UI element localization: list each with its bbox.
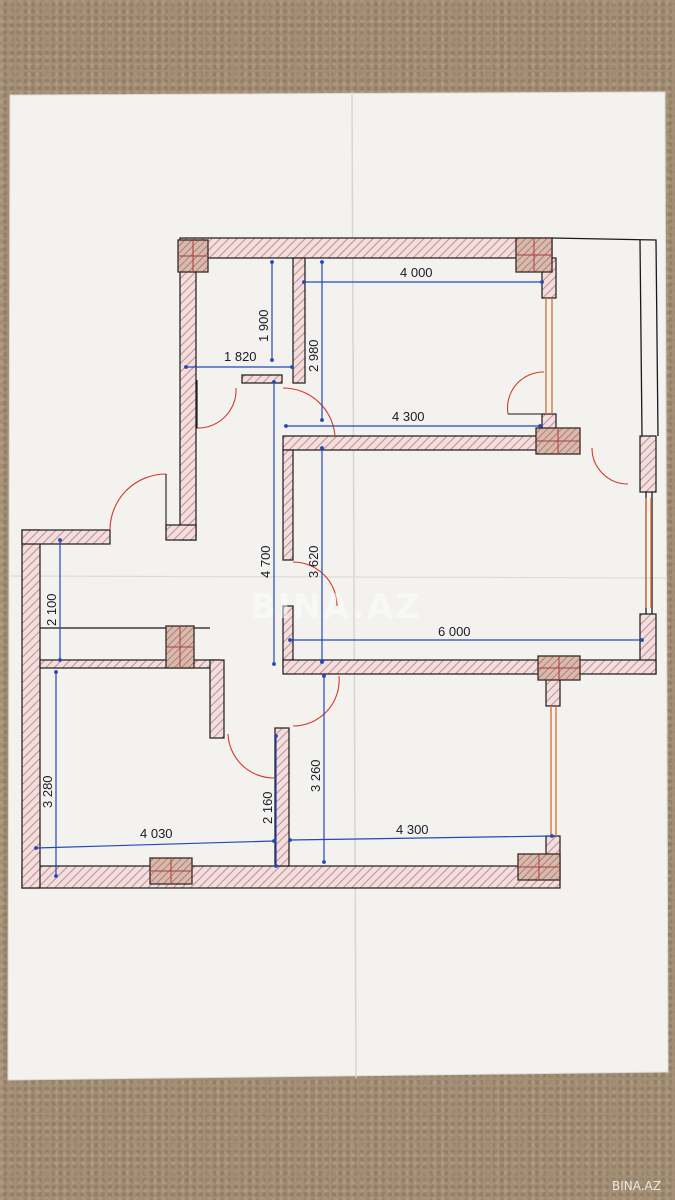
- dim-label-6000: 6 000: [438, 624, 471, 639]
- dim-label-4300-top: 4 300: [392, 409, 425, 424]
- dim-label-3620: 3 620: [306, 545, 321, 578]
- dim-label-2160: 2 160: [260, 791, 275, 824]
- dim-label-1820: 1 820: [224, 349, 257, 364]
- dimension-lines: [34, 260, 644, 878]
- windows: [545, 298, 652, 836]
- doors: [109, 371, 629, 779]
- dim-label-3280: 3 280: [40, 775, 55, 808]
- dim-label-4030: 4 030: [140, 826, 173, 841]
- fold-crease-horizontal: [9, 575, 667, 579]
- watermark-center: BINA.AZ: [250, 587, 422, 627]
- paper-sheet: [7, 91, 669, 1081]
- dim-label-1900: 1 900: [256, 309, 271, 342]
- dimension-labels: 4 000 1 900 2 980 1 820 4 300 4 700 3 62…: [40, 265, 471, 841]
- dim-label-3260: 3 260: [308, 759, 323, 792]
- column-cross-marks: [150, 238, 580, 884]
- dim-label-4000: 4 000: [400, 265, 433, 280]
- dim-label-2980: 2 980: [306, 339, 321, 372]
- watermark-corner: BINA.AZ: [612, 1179, 661, 1193]
- dim-label-4300-bottom: 4 300: [396, 822, 429, 837]
- dim-label-4700: 4 700: [258, 545, 273, 578]
- dim-label-2100: 2 100: [44, 593, 59, 626]
